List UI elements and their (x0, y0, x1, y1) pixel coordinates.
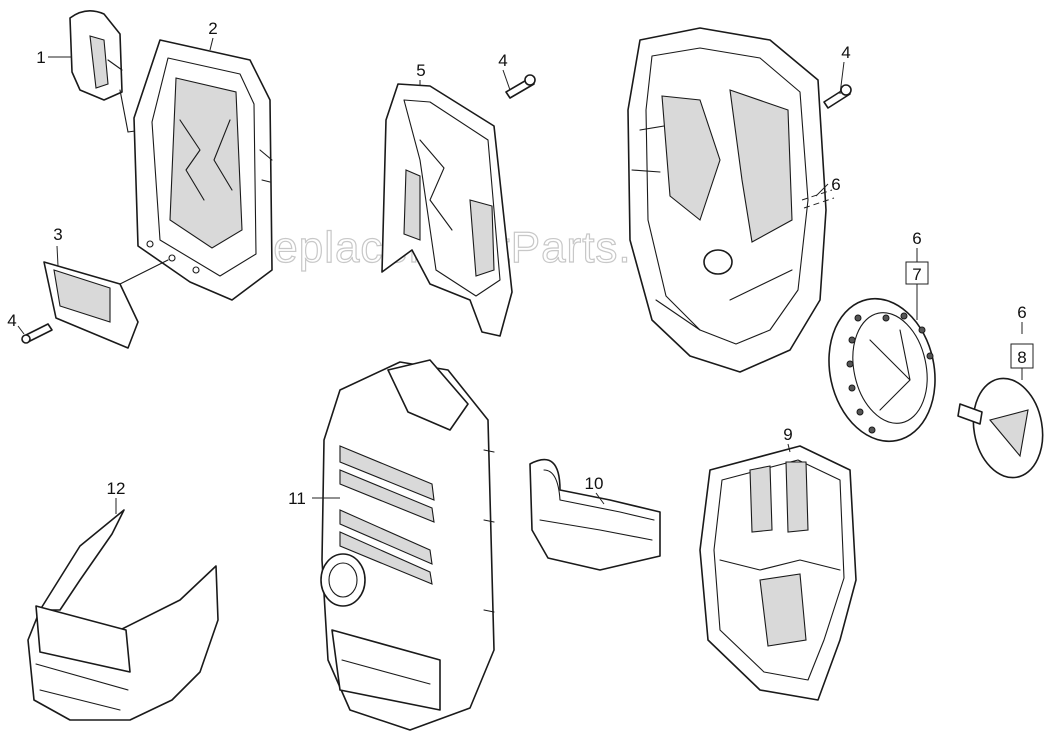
part-4-screw-b (505, 74, 536, 99)
part-12-rear-cover (27, 509, 219, 721)
part-8-hubcap (957, 377, 1044, 479)
part-10-bracket (529, 458, 661, 571)
part-9-base-tray (699, 445, 857, 701)
part-4-screw-c (823, 84, 852, 109)
callout-4-right: 4 (841, 43, 850, 62)
callout-8-box (1010, 343, 1034, 369)
part-4-screw-a (21, 323, 53, 344)
callout-3: 3 (53, 225, 62, 244)
part-1-clip (69, 10, 143, 133)
main-housing (627, 27, 835, 373)
callout-labels: 1 2 3 4 5 4 4 6 6 7 6 8 9 10 11 12 (7, 19, 1034, 508)
callout-7-box (905, 261, 929, 285)
callout-6-wheel: 6 (912, 229, 921, 248)
callout-6-hubcap: 6 (1017, 303, 1026, 322)
callout-5: 5 (416, 61, 425, 80)
callout-6-housing: 6 (831, 175, 840, 194)
callout-4-left: 4 (7, 311, 16, 330)
part-3-plate (43, 259, 169, 349)
callout-7: 7 (912, 265, 921, 284)
callout-9: 9 (783, 425, 792, 444)
part-5-chassis-rail (381, 83, 513, 337)
callout-4-middle: 4 (498, 51, 507, 70)
part-7-wheel (828, 297, 936, 443)
callout-10: 10 (585, 474, 604, 493)
part-11-front-cover (320, 359, 495, 731)
leader-lines (17, 37, 1023, 514)
callout-8: 8 (1017, 348, 1026, 367)
callout-1: 1 (36, 48, 45, 67)
callout-11: 11 (288, 489, 306, 508)
callout-2: 2 (208, 19, 217, 38)
part-2-frame (133, 39, 273, 301)
callout-12: 12 (107, 479, 126, 498)
